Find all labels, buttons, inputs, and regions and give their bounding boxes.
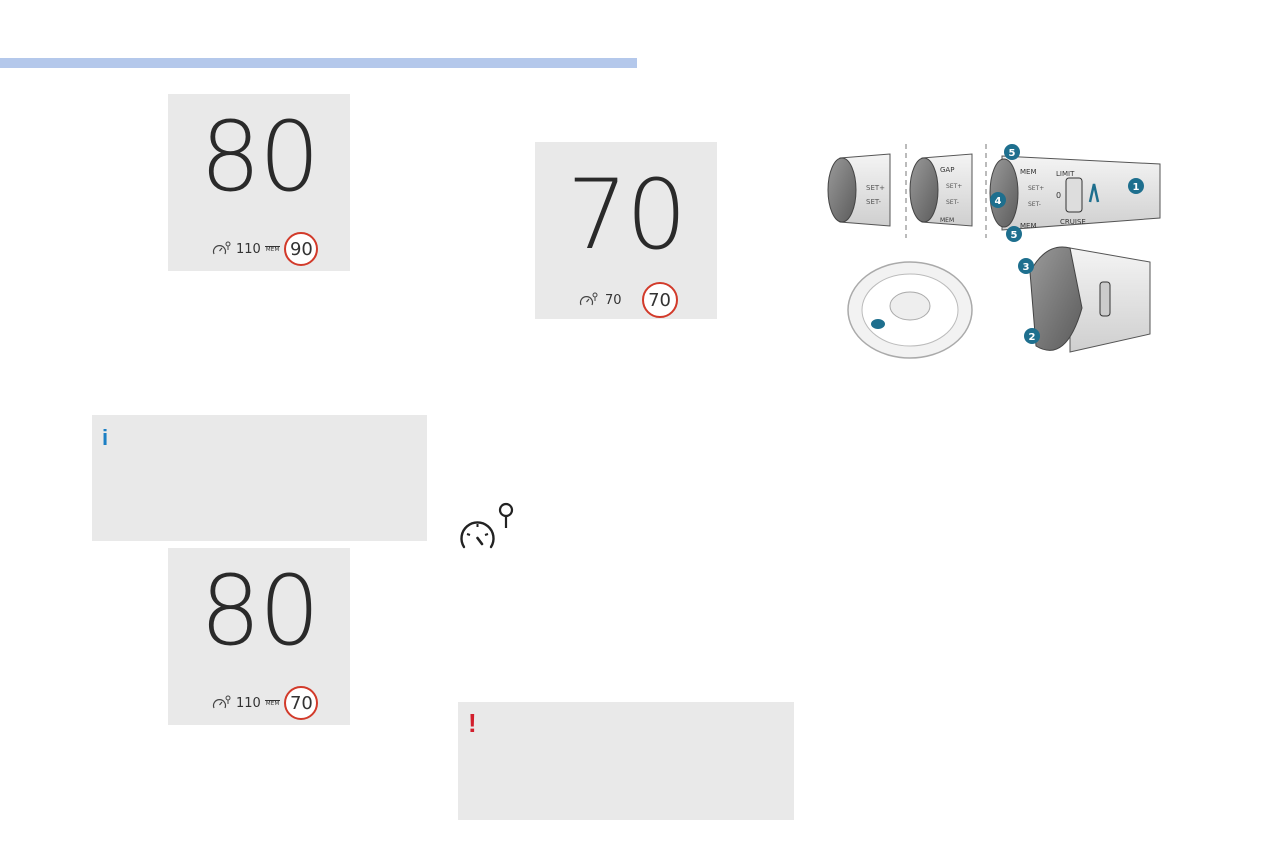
svg-text:GAP: GAP bbox=[940, 166, 954, 174]
svg-text:SET+: SET+ bbox=[946, 183, 962, 190]
callout-markers: 5 1 4 5 3 2 bbox=[990, 144, 1144, 344]
lever-view-a: SET+ SET- bbox=[827, 153, 891, 227]
svg-text:SET-: SET- bbox=[1028, 201, 1041, 208]
programmed-speed: 110 bbox=[236, 695, 261, 711]
svg-text:CRUISE: CRUISE bbox=[1060, 218, 1086, 226]
info-icon: i bbox=[102, 425, 109, 450]
svg-text:0: 0 bbox=[1056, 191, 1061, 200]
current-speed: 80 bbox=[199, 555, 320, 667]
programmed-speed: 110 bbox=[236, 241, 261, 257]
svg-text:1: 1 bbox=[1133, 182, 1140, 193]
svg-text:3: 3 bbox=[1023, 262, 1030, 273]
svg-text:SET+: SET+ bbox=[1028, 185, 1044, 192]
info-note: i bbox=[92, 415, 427, 541]
svg-text:MEM: MEM bbox=[1020, 168, 1037, 176]
svg-text:SET-: SET- bbox=[866, 198, 881, 206]
speed-info-line: 110 MEM 90 bbox=[212, 232, 319, 266]
memory-indicator: MEM bbox=[264, 699, 281, 707]
speed-info-line: 70 70 bbox=[579, 282, 678, 318]
speed-limiter-icon bbox=[212, 695, 231, 709]
speed-limiter-icon bbox=[212, 241, 231, 255]
svg-text:MEM: MEM bbox=[940, 217, 954, 224]
programmed-speed: 70 bbox=[605, 292, 622, 308]
svg-text:LIMIT: LIMIT bbox=[1056, 170, 1075, 178]
steering-controls-diagram: SET+ SET- GAP SET+ SET- MEM MEM SET+ SET… bbox=[827, 144, 1161, 359]
speed-limiter-icon bbox=[579, 292, 598, 306]
current-speed: 70 bbox=[566, 159, 687, 271]
lever-view-b: GAP SET+ SET- MEM bbox=[909, 153, 973, 227]
svg-text:SET-: SET- bbox=[946, 199, 959, 206]
warning-icon: ! bbox=[468, 708, 477, 738]
svg-text:5: 5 bbox=[1011, 230, 1018, 241]
instrument-display-3: 80 110 MEM 70 bbox=[168, 548, 350, 725]
section-header-bar bbox=[0, 58, 637, 68]
warning-note: ! bbox=[458, 702, 794, 820]
svg-text:4: 4 bbox=[995, 196, 1002, 207]
svg-text:SET+: SET+ bbox=[866, 184, 885, 192]
speed-limit-sign: 70 bbox=[641, 282, 678, 318]
lever-view-c: MEM SET+ SET- MEM LIMIT CRUISE 0 bbox=[989, 155, 1161, 231]
current-speed: 80 bbox=[199, 101, 320, 213]
svg-text:MEM: MEM bbox=[1020, 222, 1037, 230]
speed-limit-sign: 70 bbox=[284, 686, 319, 720]
svg-text:5: 5 bbox=[1009, 148, 1016, 159]
memory-indicator: MEM bbox=[264, 245, 281, 253]
steering-wheel bbox=[847, 261, 973, 359]
instrument-display-1: 80 110 MEM 90 bbox=[168, 94, 350, 271]
speed-limit-sign: 90 bbox=[284, 232, 319, 266]
lever-side-view bbox=[1029, 246, 1151, 353]
speed-limiter-icon bbox=[460, 502, 514, 549]
svg-text:2: 2 bbox=[1029, 332, 1036, 343]
instrument-display-2: 70 70 70 bbox=[535, 142, 717, 319]
speed-info-line: 110 MEM 70 bbox=[212, 686, 319, 720]
